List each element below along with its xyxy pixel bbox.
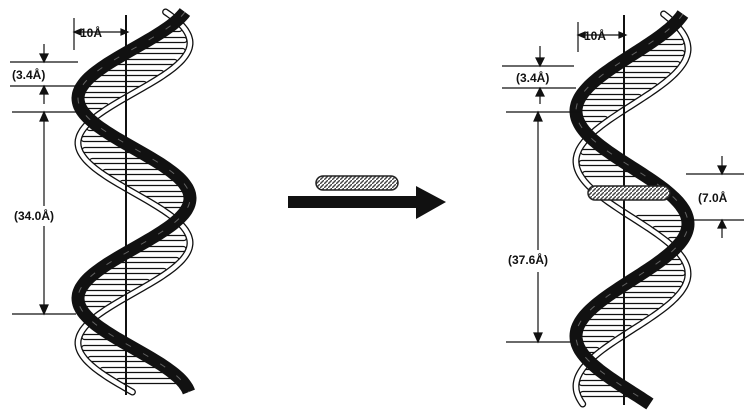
dna-helix-right	[576, 14, 688, 405]
pitch-label-right: (37.6Å)	[508, 252, 548, 267]
rise-label-left: (3.4Å)	[12, 67, 45, 82]
intercalated-molecule-icon	[588, 186, 670, 200]
base-pair	[579, 106, 624, 111]
base-pair	[87, 82, 147, 87]
base-pair	[139, 192, 187, 197]
base-pair	[598, 304, 664, 309]
intercalator-molecule-icon	[316, 176, 398, 190]
right-arrow-icon	[288, 186, 446, 219]
pitch-label-left: (34.0Å)	[14, 208, 54, 223]
rise-label-right: (3.4Å)	[516, 70, 549, 85]
base-pair	[583, 95, 641, 100]
pitch-dimension-right	[506, 112, 580, 342]
insert-label-right: (7.0Å	[698, 190, 728, 205]
width-label-right: 10Å	[584, 28, 606, 43]
base-pair	[88, 280, 150, 285]
dna-helix-left	[78, 12, 190, 395]
base-pair	[636, 216, 685, 221]
width-label-left: 10Å	[80, 25, 102, 40]
base-pair	[120, 181, 181, 186]
base-pair	[587, 315, 649, 320]
base-pair	[82, 291, 131, 296]
